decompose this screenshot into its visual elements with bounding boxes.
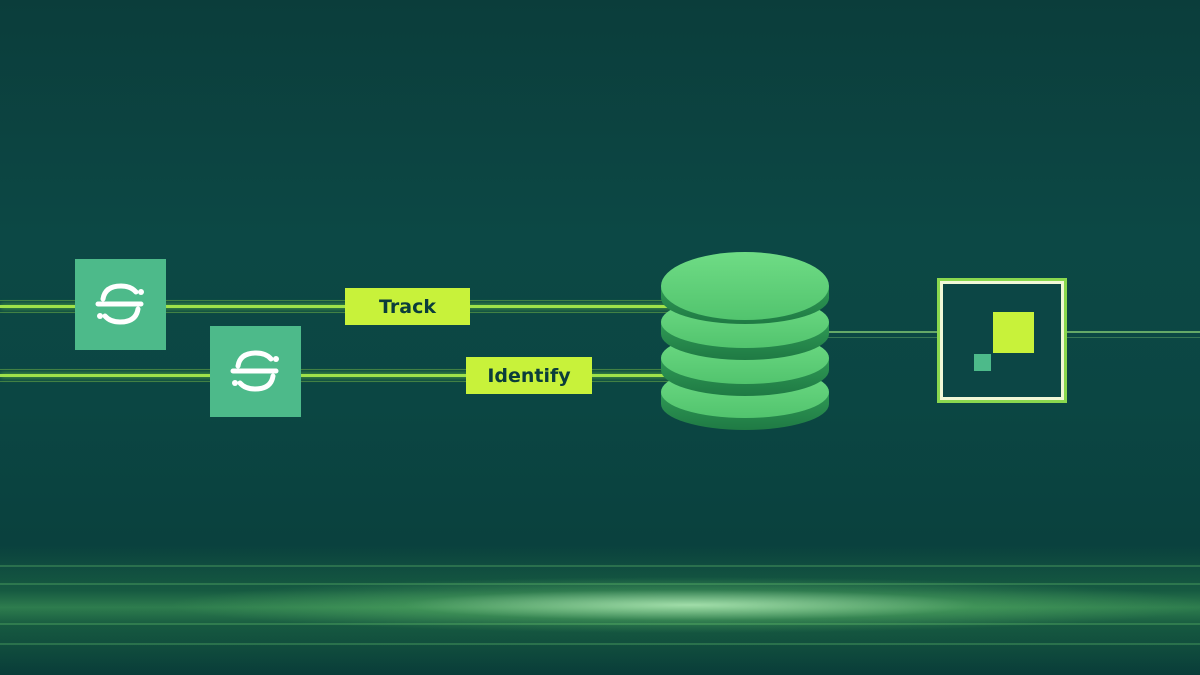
segment-logo-icon bbox=[230, 350, 279, 392]
identify-line-shadow-bottom bbox=[0, 381, 680, 382]
glow-stripe bbox=[0, 643, 1200, 645]
destination-node bbox=[937, 278, 1067, 403]
segment-logo-icon bbox=[95, 283, 144, 325]
source-node-2 bbox=[210, 326, 301, 417]
glow-stripe bbox=[0, 583, 1200, 585]
destination-logo-large-square bbox=[993, 312, 1034, 353]
glow-stripe bbox=[0, 623, 1200, 625]
track-line bbox=[0, 305, 680, 308]
track-line-shadow-top bbox=[0, 300, 680, 301]
identify-line bbox=[0, 374, 680, 377]
track-line-shadow-bottom bbox=[0, 312, 680, 313]
glow-stripe bbox=[0, 565, 1200, 567]
identify-event-label: Identify bbox=[466, 357, 592, 394]
destination-logo-small-square bbox=[974, 354, 991, 371]
bottom-glow-band bbox=[0, 545, 1200, 675]
track-event-label: Track bbox=[345, 288, 470, 325]
identify-line-shadow-top bbox=[0, 369, 680, 370]
source-node-1 bbox=[75, 259, 166, 350]
database-icon bbox=[661, 252, 829, 430]
